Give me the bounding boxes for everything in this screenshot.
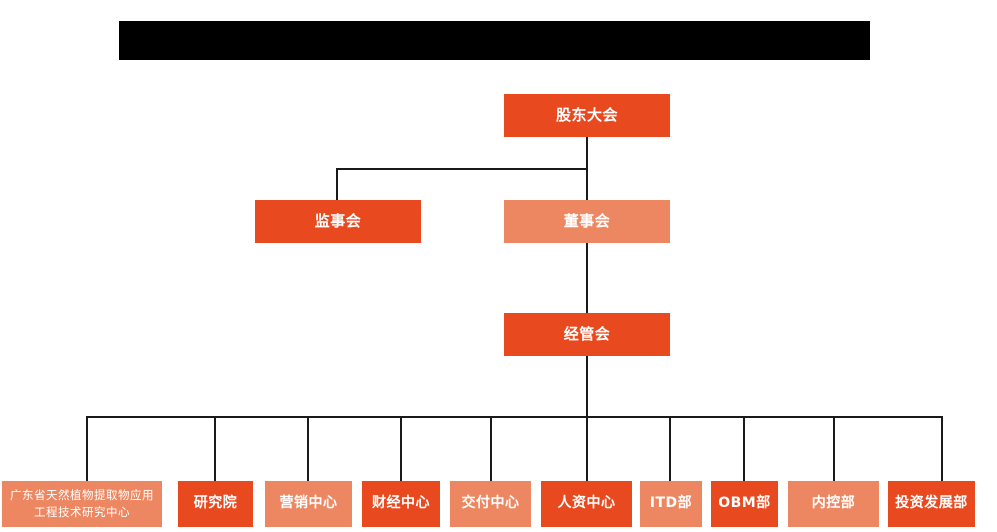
node-institute[interactable]: 研究院 [178,481,253,527]
node-management[interactable]: 经管会 [504,313,670,356]
node-investment-development-dept[interactable]: 投资发展部 [888,481,975,527]
node-directors[interactable]: 董事会 [504,200,670,243]
connector-drop-research-center [86,416,88,481]
connector-drop-internal-control-dept [833,416,835,481]
connector-drop-delivery-center [490,416,492,481]
node-delivery-center[interactable]: 交付中心 [450,481,531,527]
connector-drop-obm-dept [743,416,745,481]
node-itd-dept[interactable]: ITD部 [640,481,702,527]
connector-drop-institute [214,416,216,481]
node-research-center[interactable]: 广东省天然植物提取物应用工程技术研究中心 [2,481,162,527]
node-internal-control-dept[interactable]: 内控部 [788,481,879,527]
node-shareholders[interactable]: 股东大会 [504,94,670,137]
connector-leaf-bus [86,416,943,418]
node-obm-dept[interactable]: OBM部 [711,481,778,527]
node-finance-center[interactable]: 财经中心 [362,481,440,527]
node-marketing-center[interactable]: 营销中心 [265,481,352,527]
connector-level2-bus [336,168,588,170]
node-supervisors[interactable]: 监事会 [255,200,421,243]
connector-directors-to-management [586,243,588,313]
redacted-title-bar [119,21,870,60]
node-hr-center[interactable]: 人资中心 [541,481,632,527]
connector-drop-hr-center [586,416,588,481]
connector-shareholders-stem [586,137,588,169]
connector-drop-investment-development-dept [941,416,943,481]
connector-directors-drop [586,168,588,200]
connector-drop-itd-dept [669,416,671,481]
connector-drop-finance-center [400,416,402,481]
connector-drop-marketing-center [307,416,309,481]
connector-supervisors-drop [336,168,338,200]
connector-management-stem [586,356,588,417]
